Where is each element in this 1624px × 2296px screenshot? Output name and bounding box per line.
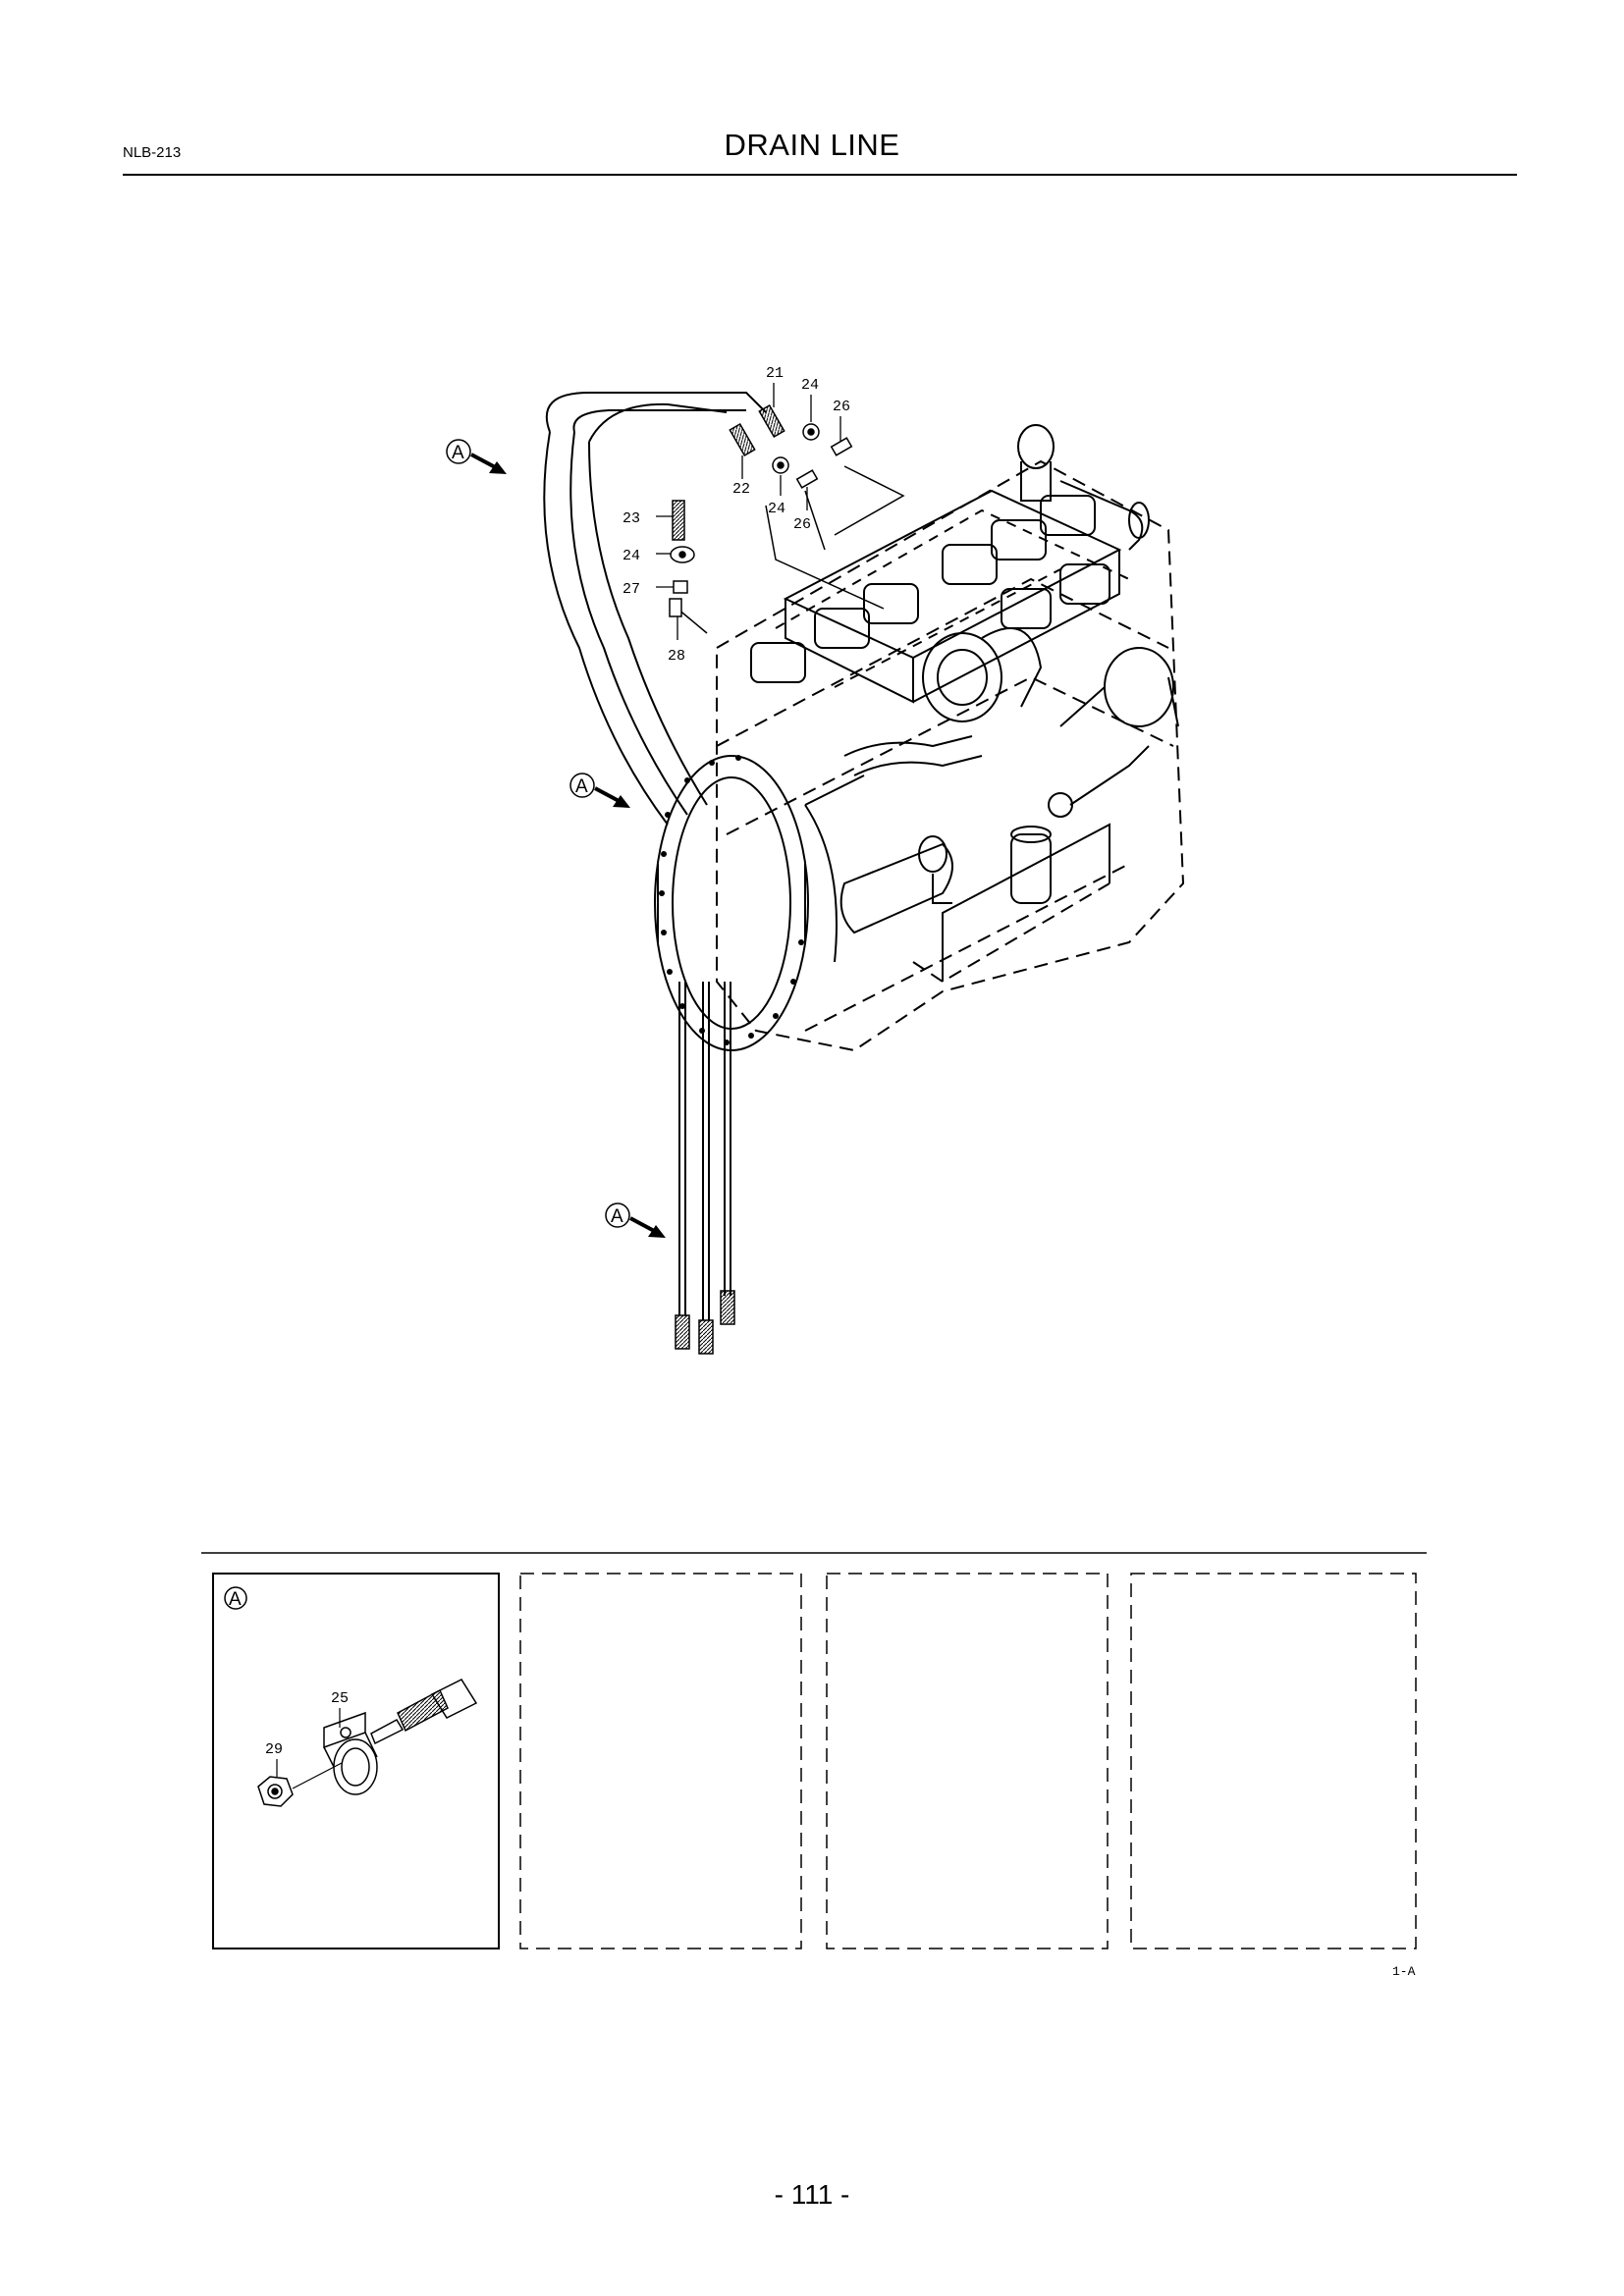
detail-marker-2-letter: A (575, 776, 588, 797)
callout-26-mid: 26 (793, 516, 811, 533)
detail-marker-2: A (569, 773, 630, 808)
detail-marker-3: A (605, 1202, 666, 1238)
detail-marker-3-letter: A (611, 1206, 623, 1227)
callout-22: 22 (732, 481, 750, 498)
detail-panel-empty-3 (1130, 1573, 1417, 1949)
cylinder-head-bosses (750, 495, 1110, 683)
detail-panel-empty-1 (519, 1573, 802, 1949)
fittings (669, 403, 853, 617)
callout-numbers: 21 24 26 22 24 26 23 24 27 28 (623, 365, 850, 665)
callout-24-mid: 24 (768, 501, 785, 517)
callout-25: 25 (331, 1690, 349, 1707)
callout-27: 27 (623, 581, 640, 598)
header-rule (123, 174, 1517, 176)
drain-line-hoses (543, 392, 905, 1320)
callout-26-top: 26 (833, 399, 850, 415)
detail-panel-a-label: A (229, 1589, 242, 1610)
detail-panel-a: A 25 29 (212, 1573, 500, 1949)
detail-panel-empty-2 (826, 1573, 1109, 1949)
callout-29: 29 (265, 1741, 283, 1758)
page-number: - 111 - (774, 2179, 850, 2210)
callout-24-left: 24 (623, 548, 640, 564)
callout-28: 28 (668, 648, 685, 665)
callout-21: 21 (766, 365, 784, 382)
drain-pipe-ends (675, 1290, 735, 1355)
engine-illustration (654, 424, 1185, 1052)
reference-code: 1-A (1392, 1964, 1416, 1979)
callout-24-top: 24 (801, 377, 819, 394)
page-title: DRAIN LINE (724, 128, 900, 162)
detail-marker-1-letter: A (452, 443, 464, 463)
document-code: NLB-213 (123, 144, 182, 161)
callout-23: 23 (623, 510, 640, 527)
callout-leaders (656, 383, 841, 640)
detail-marker-1: A (446, 439, 507, 474)
